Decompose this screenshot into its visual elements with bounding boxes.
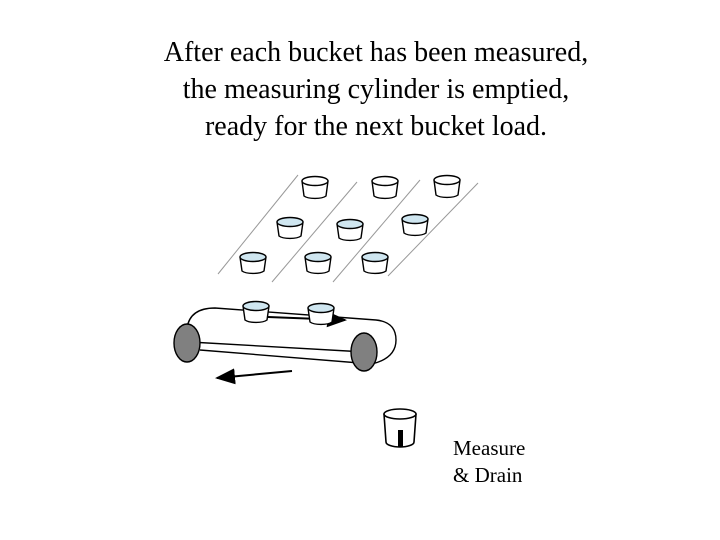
guide-lines xyxy=(217,174,479,283)
measuring-cylinder xyxy=(383,408,417,448)
bucket-empty-2 xyxy=(371,175,399,200)
drain-tap-icon xyxy=(398,430,403,447)
right-roller xyxy=(350,332,378,372)
guide-line-2 xyxy=(271,181,358,283)
bucket-on-belt-1 xyxy=(242,300,270,324)
bucket-empty-1 xyxy=(301,175,329,200)
guide-line-4 xyxy=(387,182,479,277)
measure-label-line-2: & Drain xyxy=(453,463,523,487)
caption-line-3: ready for the next bucket load. xyxy=(204,111,548,142)
belt-return-arrow xyxy=(215,368,293,385)
caption-line-1: After each bucket has been measured, xyxy=(163,37,589,68)
measure-drain-label: Measure & Drain xyxy=(453,435,525,489)
belt-inner-edge xyxy=(189,341,366,353)
bucket-full-3 xyxy=(401,213,429,237)
measure-label-line-1: Measure xyxy=(453,436,526,460)
guide-line-3 xyxy=(332,179,421,283)
bucket-full-6 xyxy=(361,251,389,275)
bucket-empty-3 xyxy=(433,174,461,199)
bucket-on-belt-2 xyxy=(307,302,335,326)
bucket-full-2 xyxy=(336,218,364,242)
caption-line-2: the measuring cylinder is emptied, xyxy=(182,74,570,105)
guide-line-1 xyxy=(217,174,299,275)
slide-caption: After each bucket has been measured, the… xyxy=(0,34,720,145)
left-roller xyxy=(173,323,201,363)
bucket-full-5 xyxy=(304,251,332,275)
bucket-full-1 xyxy=(276,216,304,240)
bucket-full-4 xyxy=(239,251,267,275)
